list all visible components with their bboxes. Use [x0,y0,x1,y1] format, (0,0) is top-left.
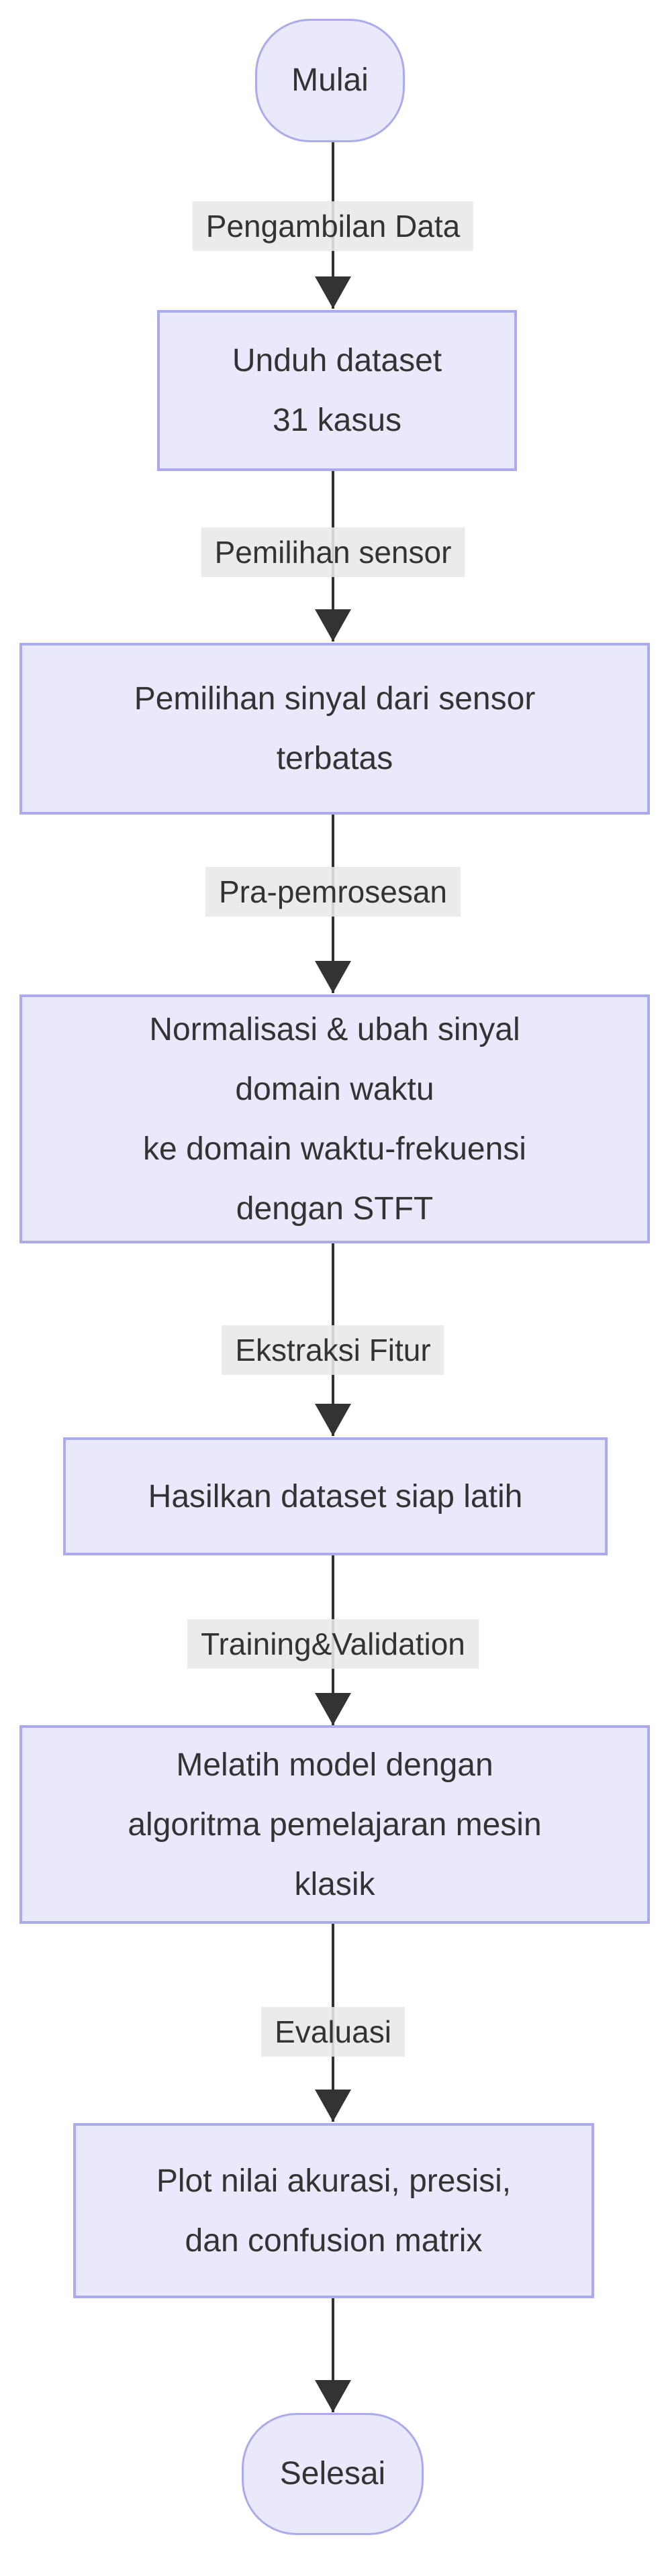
node-line: Unduh dataset [232,343,442,378]
node-line: 31 kasus [272,403,402,438]
node-line: Normalisasi & ubah sinyal [149,1011,520,1047]
edge-label-training-validation: Training&Validation [187,1619,479,1669]
node-line: Hasilkan dataset siap latih [148,1478,523,1514]
arrowhead-icon [315,2090,351,2122]
process-node-normalisasi-stft: Normalisasi & ubah sinyal domain waktu k… [19,994,650,1243]
edge-label-ekstraksi-fitur: Ekstraksi Fitur [222,1325,444,1375]
process-node-plot-hasil: Plot nilai akurasi, presisi, dan confusi… [73,2123,594,2298]
edge-label-evaluasi: Evaluasi [261,2007,405,2057]
node-line: algoritma pemelajaran mesin [128,1806,542,1843]
arrowhead-icon [315,609,351,641]
edge-line-7 [332,2298,334,2412]
edge-label-pra-pemrosesan: Pra-pemrosesan [205,867,461,917]
node-line: klasik [294,1866,375,1902]
arrowhead-icon [315,2380,351,2412]
end-node: Selesai [242,2413,424,2535]
node-line: Melatih model dengan [176,1747,493,1783]
node-line: Plot nilai akurasi, presisi, [156,2163,512,2199]
start-node-label: Mulai [291,62,369,98]
node-line: ke domain waktu-frekuensi [143,1131,526,1167]
arrowhead-icon [315,961,351,993]
process-node-melatih-model: Melatih model dengan algoritma pemelajar… [19,1725,650,1924]
node-line: terbatas [276,741,393,776]
arrowhead-icon [315,1404,351,1436]
arrowhead-icon [315,276,351,309]
edge-label-pengambilan-data: Pengambilan Data [192,201,474,251]
node-line: domain waktu [235,1071,434,1107]
start-node: Mulai [255,19,405,142]
arrowhead-icon [315,1693,351,1725]
node-line: dengan STFT [236,1190,434,1227]
edge-label-pemilihan-sensor: Pemilihan sensor [201,527,465,577]
node-line: Pemilihan sinyal dari sensor [134,681,536,717]
process-node-hasilkan-dataset: Hasilkan dataset siap latih [63,1437,608,1555]
end-node-label: Selesai [279,2456,386,2491]
process-node-unduh-dataset: Unduh dataset 31 kasus [157,310,517,471]
node-line: dan confusion matrix [185,2222,483,2259]
process-node-pemilihan-sinyal: Pemilihan sinyal dari sensor terbatas [19,643,650,815]
